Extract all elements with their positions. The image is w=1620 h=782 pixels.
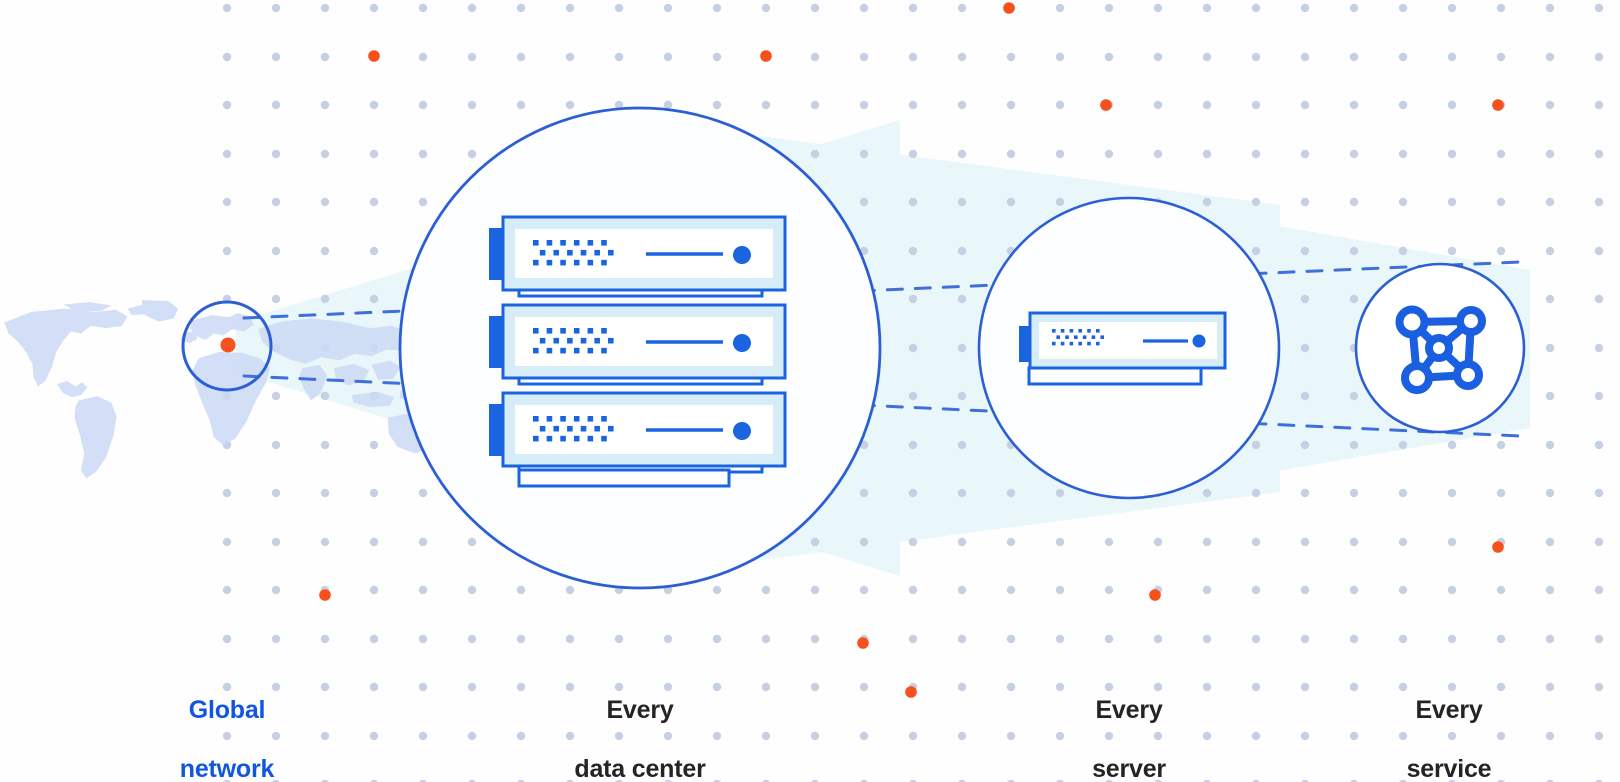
stage-every-server <box>977 196 1281 500</box>
accent-dot <box>1003 2 1015 14</box>
label-every-service: Every service <box>1329 666 1569 782</box>
accent-dot <box>905 686 917 698</box>
accent-dot <box>1149 589 1161 601</box>
rack-base <box>517 468 731 488</box>
rack-unit-1 <box>489 215 787 298</box>
global-network-circle <box>181 300 273 392</box>
accent-dot <box>368 50 380 62</box>
label-every-data-center: Every data center <box>520 666 760 782</box>
stage-every-service <box>1354 262 1526 434</box>
label-global-network-line2: network <box>179 754 275 782</box>
server-unit-icon <box>1019 311 1227 386</box>
dashed-line-upper <box>242 260 1522 320</box>
accent-dot <box>857 637 869 649</box>
accent-dot <box>760 50 772 62</box>
label-global-network-line1: Global <box>188 695 266 724</box>
accent-dot <box>1492 541 1504 553</box>
accent-dot <box>1100 99 1112 111</box>
accent-dots <box>319 2 1504 698</box>
label-every-server-line2: server <box>1092 754 1166 782</box>
label-every-server: Every server <box>1009 666 1249 782</box>
rack-unit-3 <box>489 391 787 474</box>
stage-every-data-center <box>398 106 882 590</box>
label-every-data-center-line2: data center <box>574 754 706 782</box>
accent-dot <box>319 589 331 601</box>
accent-dot <box>1492 99 1504 111</box>
global-network-marker <box>220 337 236 353</box>
rack-unit-2 <box>489 303 787 386</box>
dashed-line-lower <box>242 374 1522 438</box>
label-every-server-line1: Every <box>1095 695 1163 724</box>
network-graph-icon <box>1395 305 1486 394</box>
server-rack-icon <box>489 215 787 488</box>
label-every-service-line1: Every <box>1415 695 1483 724</box>
label-every-service-line2: service <box>1406 754 1492 782</box>
dashed-guides <box>242 260 1522 438</box>
stage-global-network <box>181 300 273 392</box>
label-every-data-center-line1: Every <box>606 695 674 724</box>
label-global-network: Global network <box>107 666 347 782</box>
